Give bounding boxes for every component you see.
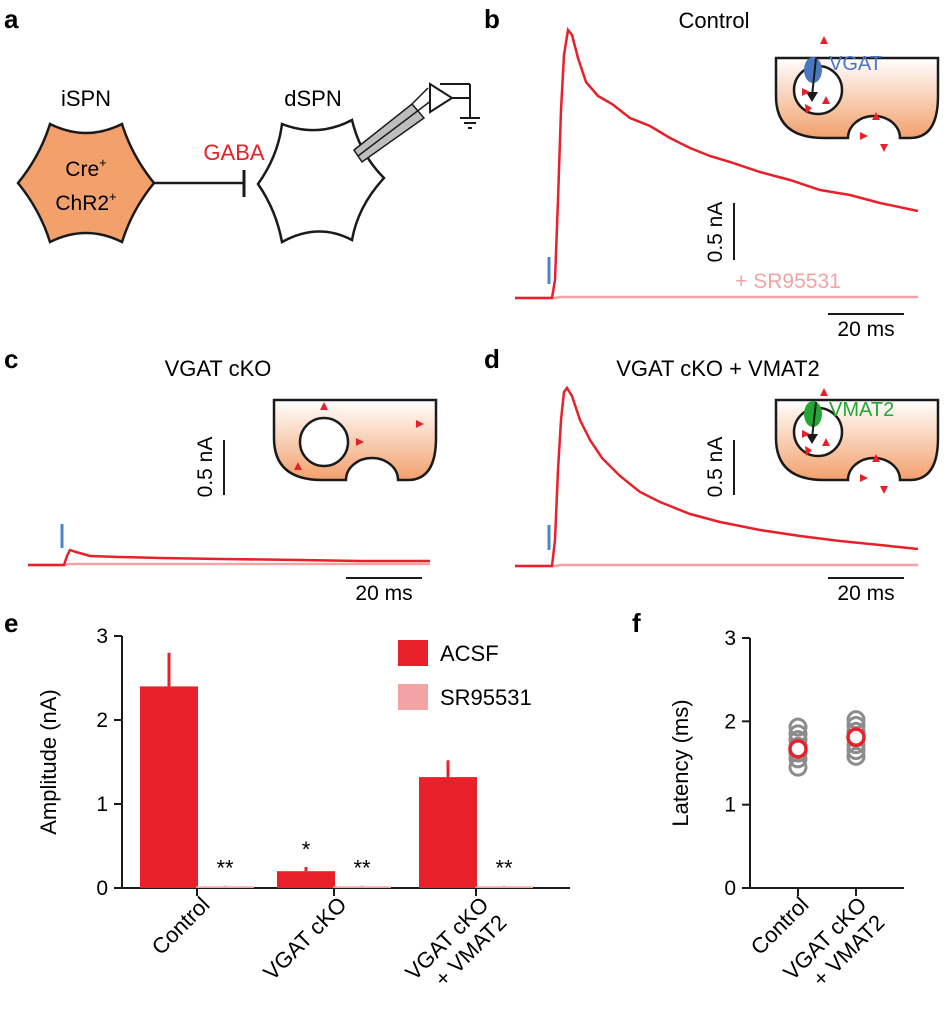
trace-control bbox=[515, 27, 919, 300]
panel-c-label: c bbox=[4, 344, 18, 374]
y-tick-label: 2 bbox=[96, 709, 108, 732]
dspn-label: dSPN bbox=[284, 86, 341, 111]
y-tick-label: 0 bbox=[96, 877, 108, 900]
ispn-label: iSPN bbox=[61, 86, 111, 111]
y-axis-label: Amplitude (nA) bbox=[36, 689, 61, 835]
panel-b-label: b bbox=[484, 4, 500, 34]
category-label: VGAT cKO+ VMAT2 bbox=[400, 892, 511, 1003]
panel-d-label: d bbox=[484, 344, 500, 374]
latency-mean bbox=[846, 727, 866, 747]
panel-d: d VGAT cKO + VMAT2 0.5 nA 20 ms VMAT2 bbox=[484, 344, 940, 605]
y-tick-label: 1 bbox=[724, 794, 736, 817]
y-axis-label: Latency (ms) bbox=[668, 699, 693, 826]
panel-b-title: Control bbox=[679, 8, 750, 33]
terminal-schematic bbox=[272, 398, 438, 482]
terminal-schematic: VMAT2 bbox=[774, 388, 940, 494]
panel-b: b Control + SR95531 0.5 nA 20 ms VGAT bbox=[484, 4, 940, 341]
scalebar-y-label: 0.5 nA bbox=[704, 437, 727, 498]
gaba-label: GABA bbox=[203, 140, 264, 165]
latency-mean bbox=[788, 739, 808, 759]
transport-arrow-icon bbox=[811, 57, 817, 97]
blocked-label: + SR95531 bbox=[735, 270, 841, 293]
latency-point bbox=[788, 757, 808, 777]
panel-e-label: e bbox=[4, 608, 18, 638]
bar bbox=[475, 886, 533, 888]
y-tick-label: 3 bbox=[96, 625, 108, 648]
trace-blocked bbox=[28, 562, 430, 567]
transporter-icon bbox=[804, 401, 822, 427]
significance-marker: * bbox=[302, 837, 311, 862]
panel-d-title: VGAT cKO + VMAT2 bbox=[616, 356, 820, 381]
panel-c-title: VGAT cKO bbox=[165, 356, 272, 381]
dspn-cell bbox=[256, 118, 386, 244]
chr2-label: ChR2+ bbox=[55, 189, 116, 215]
latency-point bbox=[846, 746, 866, 766]
transporter-icon bbox=[804, 57, 822, 83]
y-tick-label: 2 bbox=[724, 710, 736, 733]
y-tick-label: 1 bbox=[96, 793, 108, 816]
patch-pipette bbox=[352, 82, 480, 164]
panel-a: a iSPN dSPN Cre+ ChR2+ GABA bbox=[4, 4, 480, 244]
scalebar-x-label: 20 ms bbox=[837, 582, 894, 605]
trace-vmat2 bbox=[515, 385, 919, 568]
category-label: VGAT cKO bbox=[258, 892, 351, 985]
vesicle bbox=[298, 416, 350, 468]
category-label: Control bbox=[147, 892, 215, 960]
legend-label: SR95531 bbox=[440, 685, 532, 710]
transport-arrow-icon bbox=[811, 401, 817, 439]
bar bbox=[140, 686, 198, 888]
y-tick-label: 0 bbox=[724, 877, 736, 900]
scalebar-y-label: 0.5 nA bbox=[704, 202, 727, 263]
transporter-label: VGAT bbox=[829, 53, 882, 75]
trace-blocked bbox=[515, 563, 918, 568]
significance-marker: ** bbox=[495, 855, 513, 880]
trace-blocked bbox=[515, 295, 918, 300]
scalebar-x-label: 20 ms bbox=[355, 582, 412, 605]
cre-label: Cre+ bbox=[65, 155, 106, 181]
significance-marker: ** bbox=[216, 855, 234, 880]
trace-vgat-cko bbox=[28, 548, 430, 567]
legend-swatch bbox=[398, 684, 428, 710]
panel-a-label: a bbox=[4, 4, 19, 34]
y-tick-label: 3 bbox=[724, 627, 736, 650]
bar bbox=[333, 886, 391, 888]
panel-f-label: f bbox=[632, 608, 641, 638]
bar bbox=[277, 871, 335, 888]
transporter-label: VMAT2 bbox=[829, 399, 894, 421]
significance-marker: ** bbox=[353, 855, 371, 880]
latency-point bbox=[788, 717, 808, 737]
scalebar-y-label: 0.5 nA bbox=[194, 437, 217, 498]
legend-swatch bbox=[398, 640, 428, 666]
bar bbox=[419, 777, 477, 888]
ispn-cell bbox=[16, 122, 156, 244]
panel-c: c VGAT cKO 0.5 nA 20 ms bbox=[4, 344, 438, 605]
scalebar-x-label: 20 ms bbox=[837, 318, 894, 341]
legend-label: ACSF bbox=[440, 641, 499, 666]
bar bbox=[196, 886, 254, 888]
terminal-schematic: VGAT bbox=[774, 36, 940, 152]
